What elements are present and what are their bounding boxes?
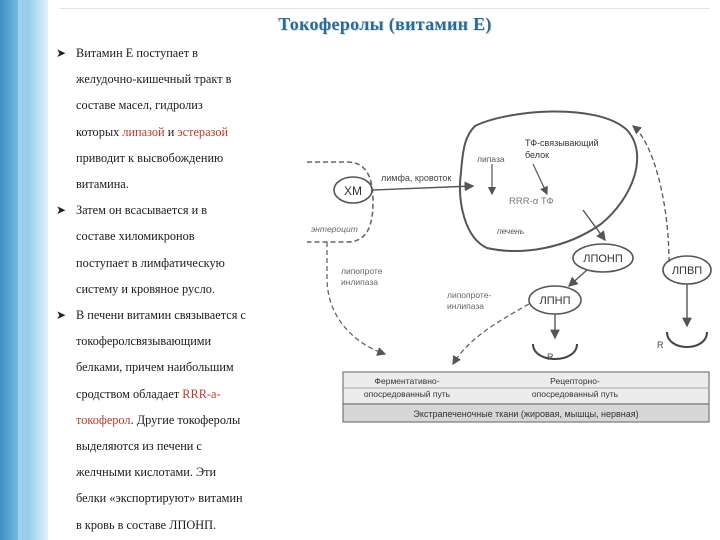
text-line: которых липазой и эстеразой	[76, 119, 296, 145]
receptor-path-label: опосредованный путь	[532, 389, 619, 399]
left-decorative-stripe	[0, 0, 48, 540]
text-line: Витамин Е поступает в	[76, 46, 198, 60]
lymph-blood-label: лимфа, кровоток	[381, 173, 451, 183]
enterocyte-label: энтероцит	[311, 224, 358, 234]
lpvp-liver-arrow	[631, 125, 670, 263]
lpvp-label: ЛПВП	[672, 265, 702, 277]
text-line: приводит к высвобождению	[76, 150, 224, 165]
conversion-arrow	[567, 269, 588, 287]
text-line: сродством обладает RRR-a-	[76, 381, 296, 407]
xm-node	[333, 176, 373, 204]
text-line: составе хиломикронов	[76, 229, 195, 244]
enzymatic-path-label: опосредованный путь	[364, 389, 451, 399]
receptor-cup	[532, 343, 578, 360]
highlight-esterase: эстеразой	[177, 124, 229, 139]
text-line: токоферол. Другие токоферолы	[76, 407, 296, 433]
highlight-lipase: липазой	[122, 124, 165, 139]
text-fragment: . Другие токоферолы	[130, 412, 241, 427]
liver-label: печень	[497, 226, 524, 236]
text-line: В печени витамин связывается с	[76, 308, 246, 323]
bullet-arrow-icon: ➤	[56, 308, 67, 323]
text-line: систему и кровяное русло.	[76, 281, 215, 296]
top-divider	[60, 8, 710, 9]
bullet-3: ➤ В печени витамин связывается с токофер…	[56, 302, 296, 538]
lpl-mid-label: инлипаза	[447, 301, 484, 311]
tissues-band	[342, 403, 710, 423]
text-line: желудочно-кишечный тракт в	[76, 72, 232, 87]
lpnp-enzymatic-arrow	[452, 303, 530, 366]
bullet-arrow-icon: ➤	[56, 46, 67, 60]
tf-protein-label: белок	[525, 150, 549, 160]
liver-shape	[459, 110, 638, 252]
text-line: витамина.	[76, 177, 129, 192]
receptor-cup	[666, 331, 708, 348]
text-fragment: сродством обладает	[76, 386, 183, 401]
lpnp-label: ЛПНП	[540, 295, 571, 307]
text-line: белками, причем наибольшим	[76, 360, 234, 375]
tissues-label: Экстрапеченочные ткани (жировая, мышцы, …	[413, 409, 638, 419]
text-line: белки «экспортируют» витамин	[76, 491, 243, 506]
text-fragment: которых	[76, 124, 123, 139]
lipase-label: липаза	[477, 154, 505, 164]
text-line: Затем он всасывается и в	[76, 203, 208, 218]
text-line: выделяются из печени с	[76, 439, 202, 454]
lpl-left-label: инлипаза	[341, 277, 378, 287]
lpl-mid-label: липопроте-	[447, 290, 491, 300]
receptor-label: R	[657, 340, 664, 350]
protein-arrow	[532, 163, 548, 196]
text-line: желчными кислотами. Эти	[76, 465, 217, 480]
rrr-tf-label: RRR-α ТФ	[509, 196, 554, 207]
lpl-left-label: липопроте	[341, 266, 383, 276]
enterocyte-shape	[307, 161, 374, 243]
text-line: составе масел, гидролиз	[76, 98, 203, 113]
receptor-path-label: Рецепторно-	[550, 376, 600, 386]
slide-title: Токоферолы (витамин Е)	[278, 14, 492, 34]
export-arrow	[582, 209, 606, 242]
lipase-path	[326, 242, 387, 356]
highlight-tocopherol: токоферол	[76, 412, 131, 427]
xm-label: ХМ	[344, 184, 362, 198]
highlight-rrr: RRR-a-	[182, 386, 221, 401]
bullet-2: ➤ Затем он всасывается и в составе хилом…	[56, 197, 296, 302]
tf-protein-label: ТФ-связывающий	[525, 138, 599, 148]
text-column: ➤ Витамин Е поступает в желудочно-кишечн…	[56, 40, 296, 538]
text-line: поступает в лимфатическую	[76, 255, 225, 270]
text-fragment: и	[164, 124, 178, 139]
lymph-arrow	[372, 181, 475, 192]
text-line: в кровь в составе ЛПОНП.	[76, 517, 217, 532]
bullet-1: ➤ Витамин Е поступает в желудочно-кишечн…	[56, 40, 296, 197]
enzymatic-path-label: Ферментативно-	[375, 376, 440, 386]
metabolism-diagram: ХМ энтероцит лимфа, кровоток липаза ТФ-с…	[307, 110, 712, 423]
text-line: токоферолсвязывающими	[76, 334, 212, 349]
bullet-arrow-icon: ➤	[56, 203, 67, 218]
receptor-label: R	[547, 352, 554, 362]
lponp-node	[572, 243, 634, 273]
lponp-label: ЛПОНП	[583, 253, 623, 265]
